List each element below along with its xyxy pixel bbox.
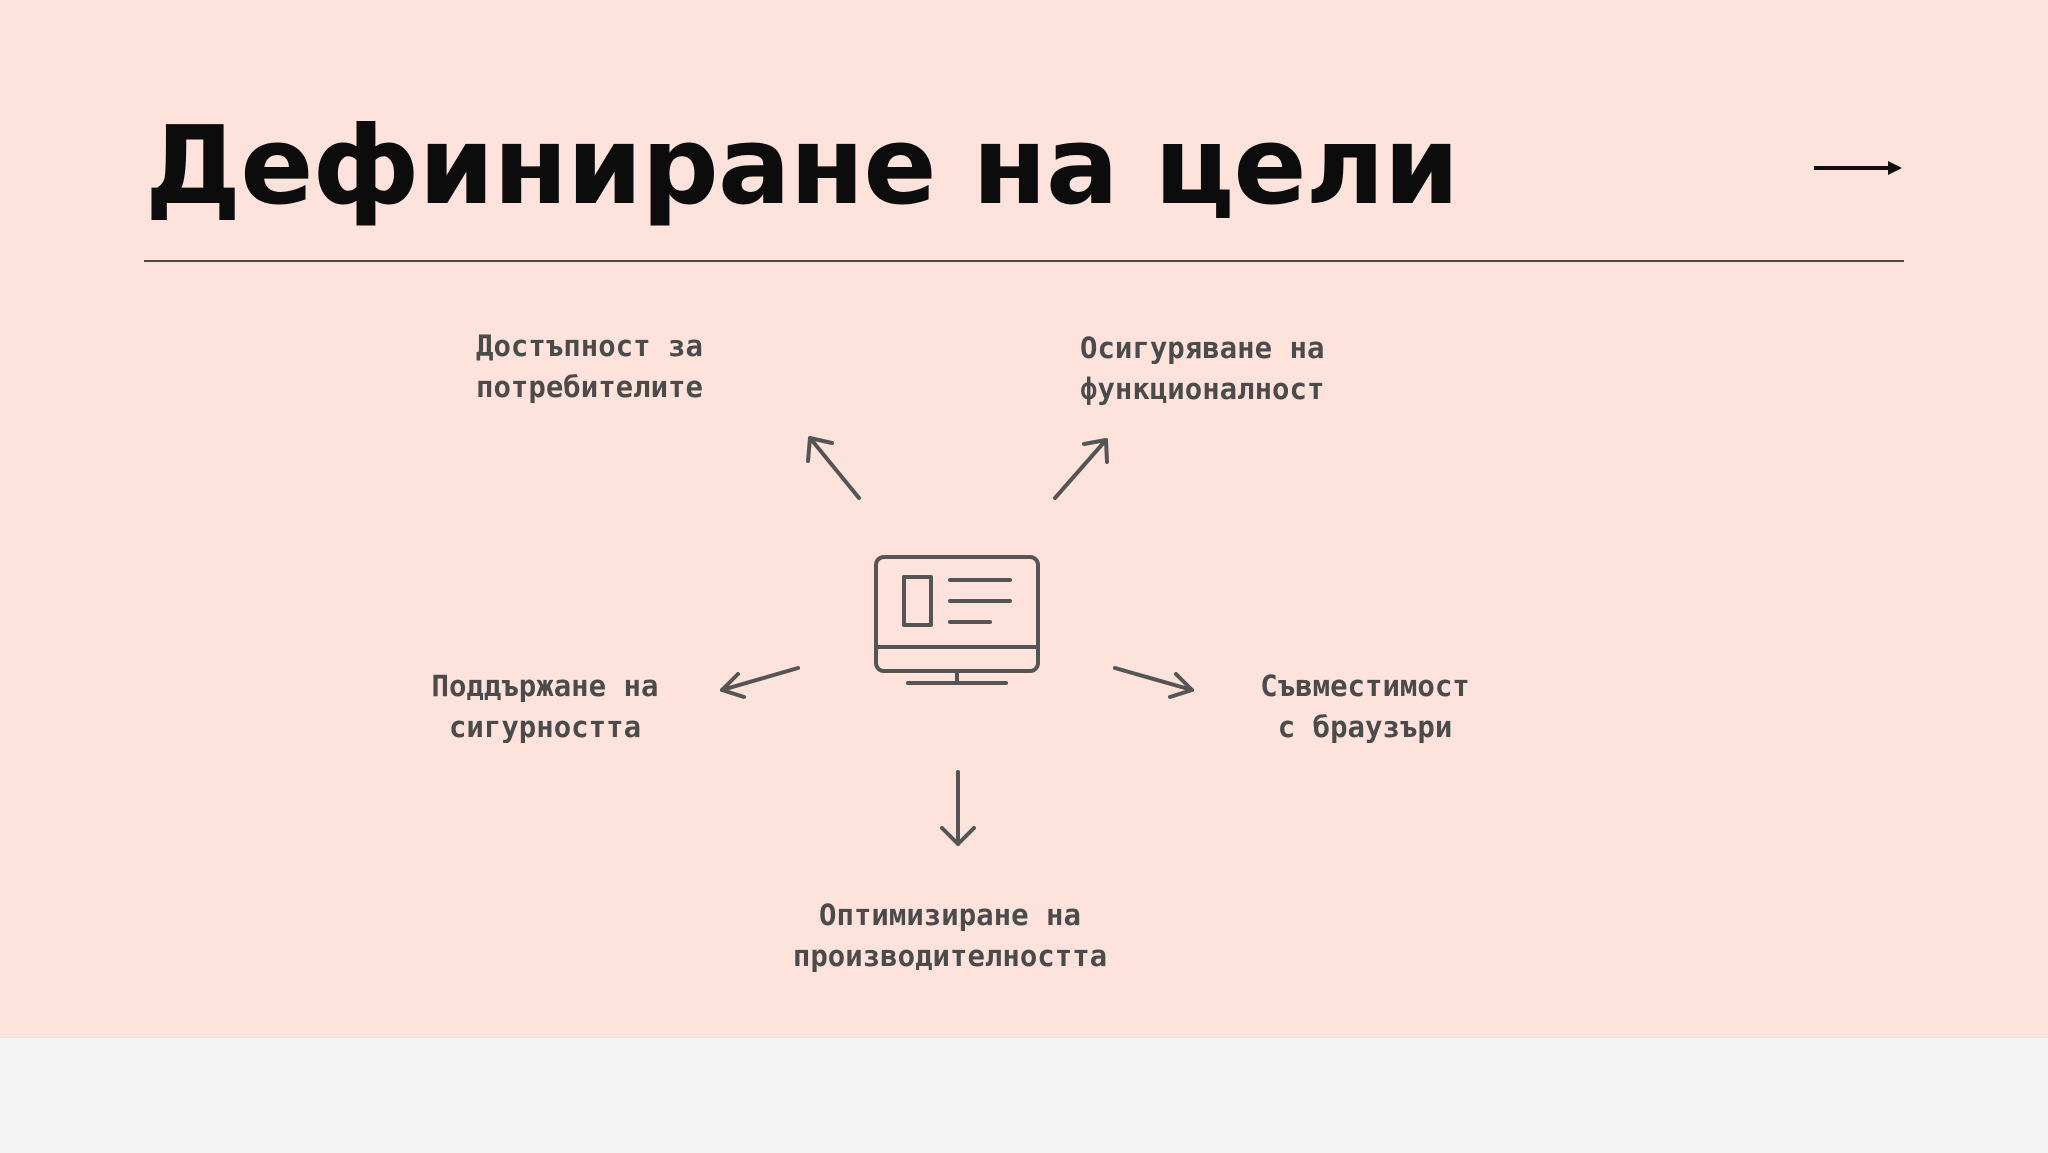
goal-functionality: Осигуряване на функционалност [1080,328,1324,410]
slide-title: Дефиниране на цели [145,104,1459,229]
goals-diagram [720,436,1194,846]
goal-security-line2: сигурността [448,710,642,744]
arrow-to-security [720,666,800,699]
next-slide-arrow-icon[interactable] [1810,148,1906,188]
arrow-to-functionality [1053,438,1109,500]
goal-security-line1: Поддържане на [431,669,659,703]
arrow-to-accessibility [806,436,861,500]
goal-performance: Оптимизиране на производителността [735,895,1165,977]
goal-accessibility-line1: Достъпност за [476,329,703,363]
goal-compatibility-line2: с браузъри [1277,710,1453,744]
arrow-to-performance [940,770,976,846]
goal-compatibility-line1: Съвместимост [1260,669,1470,703]
goal-accessibility: Достъпност за потребителите [476,326,703,408]
goal-accessibility-line2: потребителите [476,370,703,404]
monitor-icon [874,555,1040,685]
goal-compatibility: Съвместимост с браузъри [1220,666,1510,748]
footer-band [0,1037,2048,1153]
goal-functionality-line1: Осигуряване на [1080,331,1325,365]
arrow-to-compatibility [1113,666,1194,699]
goal-security: Поддържане на сигурността [380,666,710,748]
slide: Дефиниране на цели [0,0,2048,1037]
goal-performance-line1: Оптимизиране на [819,898,1081,932]
goal-performance-line2: производителността [792,939,1108,973]
title-divider [144,260,1904,262]
goal-functionality-line2: функционалност [1080,372,1325,406]
